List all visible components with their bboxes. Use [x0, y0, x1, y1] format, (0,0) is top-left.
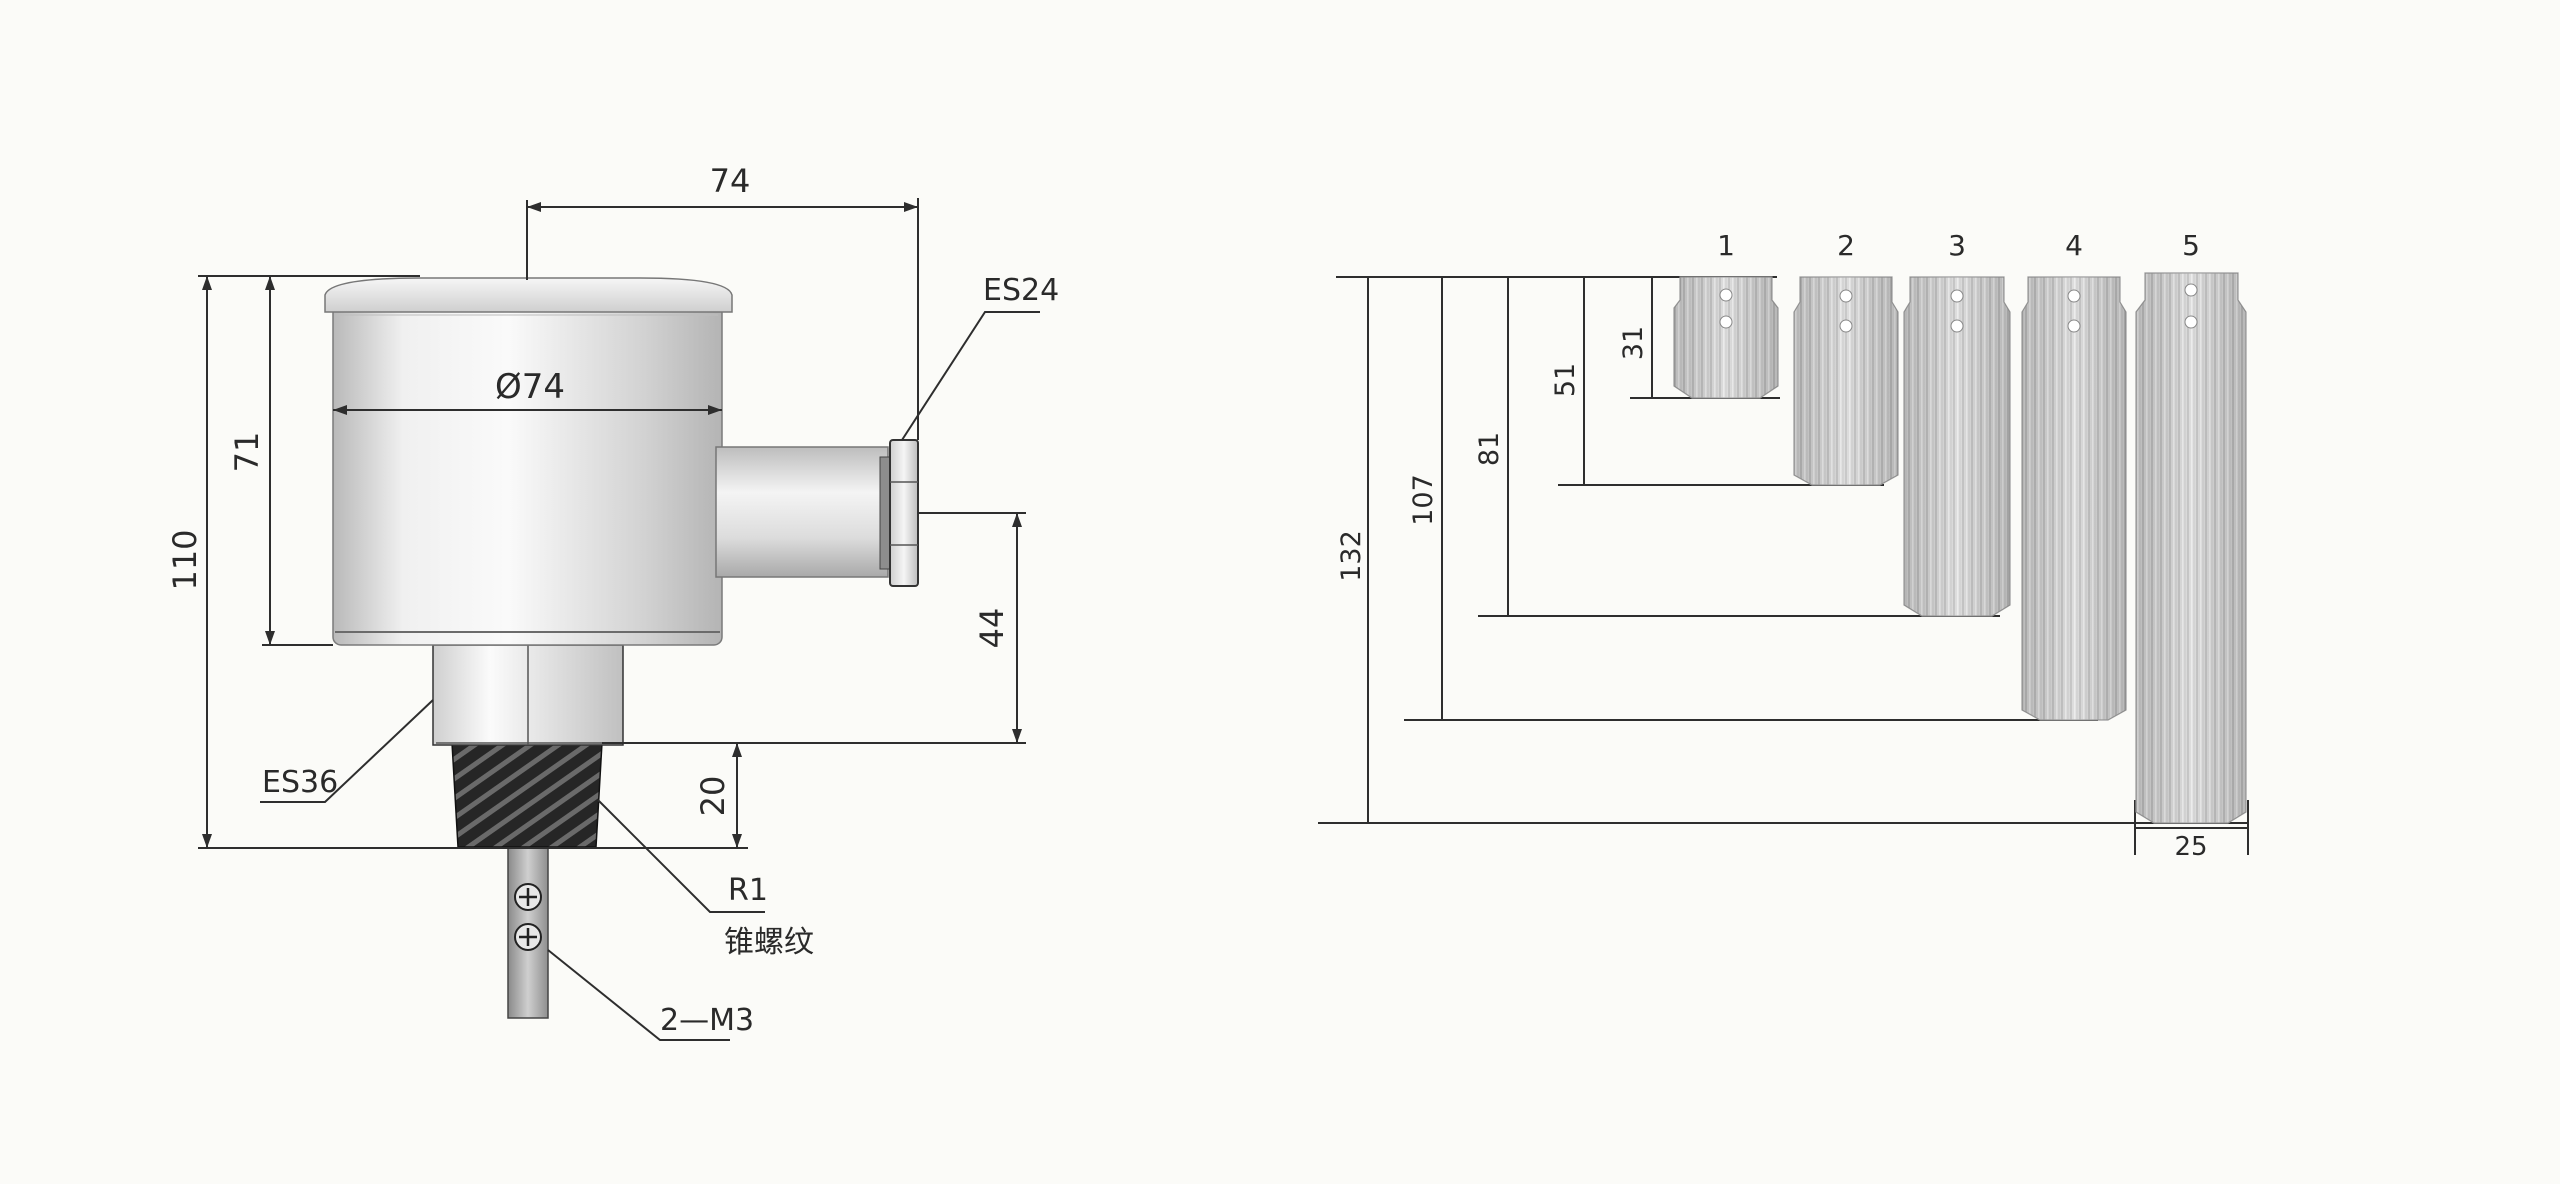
dim-width-top: 74 — [710, 162, 751, 200]
paddle-4 — [2021, 276, 2127, 721]
paddle-length-label: 31 — [1618, 326, 1649, 360]
paddle-size-chart: 25 132 107 81 51 31 — [1318, 229, 2249, 862]
paddle-number: 3 — [1948, 229, 1966, 262]
paddle-length-label: 107 — [1408, 474, 1439, 526]
paddle-5 — [2135, 272, 2247, 824]
dim-diameter: Ø74 — [495, 367, 565, 407]
housing-cap — [324, 277, 733, 313]
side-port — [715, 446, 889, 578]
nut-es24 — [889, 439, 919, 587]
callout-screws: 2—M3 — [660, 1003, 754, 1038]
dim-body-height: 71 — [228, 432, 266, 473]
paddle-3 — [1903, 276, 2011, 617]
dim-side-port-height: 44 — [973, 608, 1011, 649]
paddle-number: 2 — [1837, 229, 1855, 262]
paddle-2 — [1793, 276, 1899, 486]
paddle-1 — [1673, 276, 1779, 399]
paddle-number: 1 — [1717, 229, 1735, 262]
paddle-length-label: 51 — [1550, 363, 1581, 397]
paddle-length-label: 81 — [1474, 432, 1505, 466]
dim-thread-height: 20 — [694, 776, 732, 817]
housing-body — [332, 304, 723, 646]
tapered-thread — [451, 742, 603, 848]
paddle-length-label: 132 — [1336, 530, 1367, 582]
callout-es24: ES24 — [983, 273, 1059, 308]
screw-icon — [514, 923, 542, 951]
screw-icon — [514, 883, 542, 911]
paddle-number: 4 — [2065, 229, 2083, 262]
paddle-width-label: 25 — [2174, 832, 2207, 862]
paddle-number: 5 — [2182, 229, 2200, 262]
dim-total-height: 110 — [166, 529, 204, 590]
callout-thread-size: R1 — [728, 873, 768, 908]
callout-thread-type: 锥螺纹 — [724, 925, 814, 960]
callout-es36: ES36 — [262, 765, 338, 800]
sensor-side-view: Ø74 74 110 71 44 20 ES24 ES36 — [166, 162, 1059, 1041]
